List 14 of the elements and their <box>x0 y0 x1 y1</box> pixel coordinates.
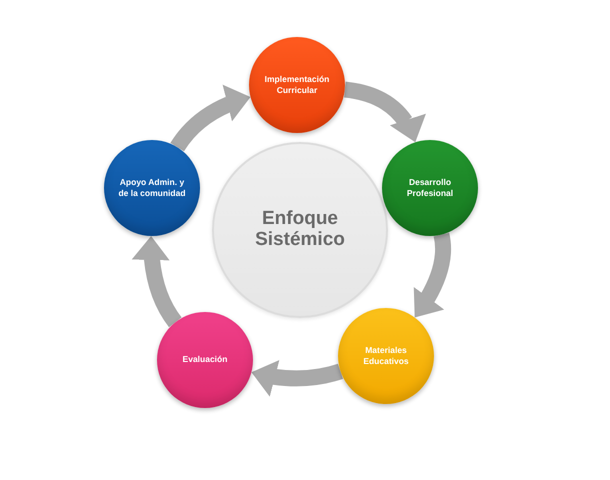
stage-circle <box>104 140 200 236</box>
node-label: Implementación Curricular <box>264 74 330 96</box>
node-label: Enfoque Sistémico <box>254 209 346 251</box>
arrow <box>132 236 182 328</box>
stage-circle <box>382 140 478 236</box>
node-label: Evaluación <box>182 354 228 366</box>
stage-circle <box>249 37 345 133</box>
node-label: Apoyo Admin. y de la comunidad <box>117 176 187 200</box>
node-label: Materiales Educativos <box>362 344 410 368</box>
arrow <box>250 359 343 396</box>
arrow <box>170 85 253 152</box>
node-label: Desarrollo Profesional <box>406 176 454 200</box>
stage-circle <box>338 308 434 404</box>
stage-circle <box>157 312 253 408</box>
